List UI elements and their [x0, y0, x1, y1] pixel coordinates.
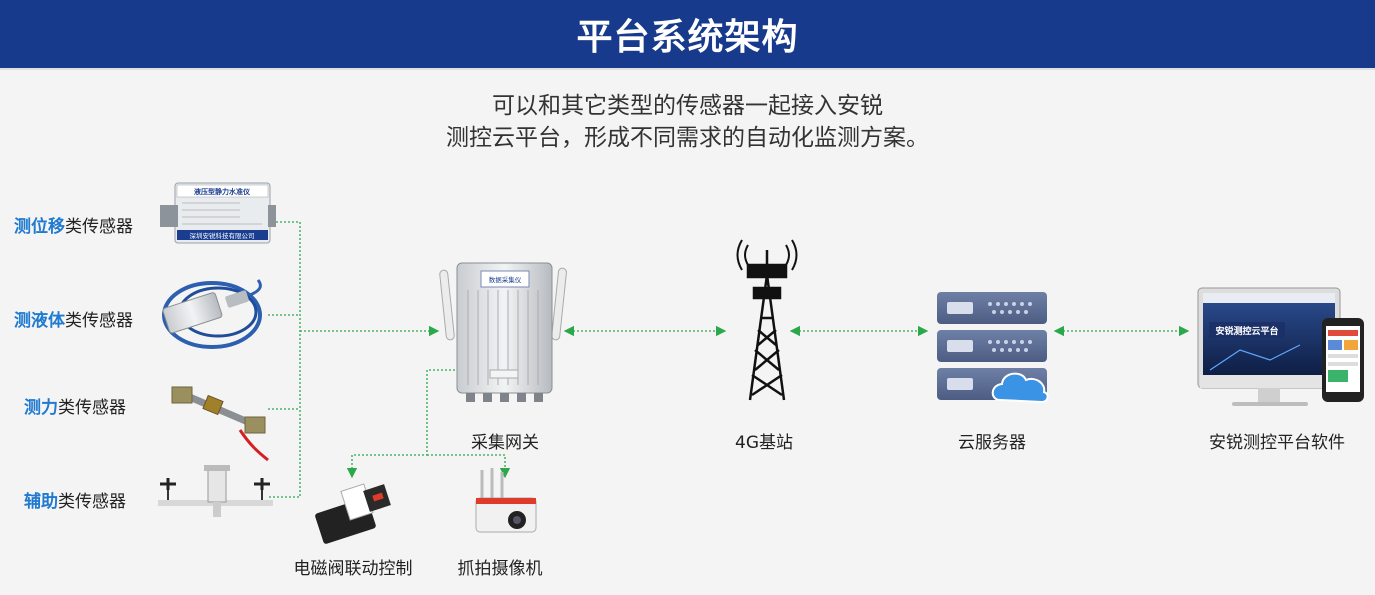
level-meter-company: 深圳安锐科技有限公司 [190, 231, 255, 240]
cell-tower-icon [736, 239, 798, 401]
sensor-label-auxiliary: 辅助类传感器 [24, 492, 126, 512]
screen-title: 安锐测控云平台 [1215, 325, 1278, 337]
subtitle-line-1: 可以和其它类型的传感器一起接入安锐 [492, 93, 883, 119]
sensor-label-displacement: 测位移类传感器 [14, 217, 133, 237]
cloud-server-caption: 云服务器 [958, 433, 1026, 453]
base-station-caption: 4G基站 [735, 433, 793, 453]
level-meter-device: 液压型静力水准仪 深圳安锐科技有限公司 [160, 182, 276, 244]
platform-software-icon: 安锐测控云平台 [1197, 287, 1364, 406]
gateway-caption: 采集网关 [471, 433, 539, 453]
liquid-sensor-device [162, 279, 262, 349]
valve-caption: 电磁阀联动控制 [293, 559, 413, 579]
camera-caption: 抓拍摄像机 [457, 559, 543, 579]
sensor-label-force: 测力类传感器 [24, 398, 126, 418]
software-caption: 安锐测控平台软件 [1209, 433, 1345, 453]
level-meter-title: 液压型静力水准仪 [194, 187, 251, 196]
sensor-label-liquid: 测液体类传感器 [14, 311, 133, 331]
page-title: 平台系统架构 [576, 17, 799, 58]
solenoid-valve-icon [315, 483, 391, 544]
force-sensor-device [171, 386, 269, 462]
subtitle: 可以和其它类型的传感器一起接入安锐 测控云平台，形成不同需求的自动化监测方案。 [0, 90, 1375, 154]
subtitle-line-2: 测控云平台，形成不同需求的自动化监测方案。 [446, 125, 929, 151]
header-bar: 平台系统架构 [0, 0, 1375, 70]
gateway-brand: 数据采集仪 [489, 275, 522, 284]
cloud-server-icon [937, 292, 1049, 404]
sensor-connectors [268, 221, 1190, 498]
gateway-device: 数据采集仪 [439, 262, 567, 402]
weather-station-device [158, 465, 273, 517]
camera-icon [475, 468, 537, 533]
